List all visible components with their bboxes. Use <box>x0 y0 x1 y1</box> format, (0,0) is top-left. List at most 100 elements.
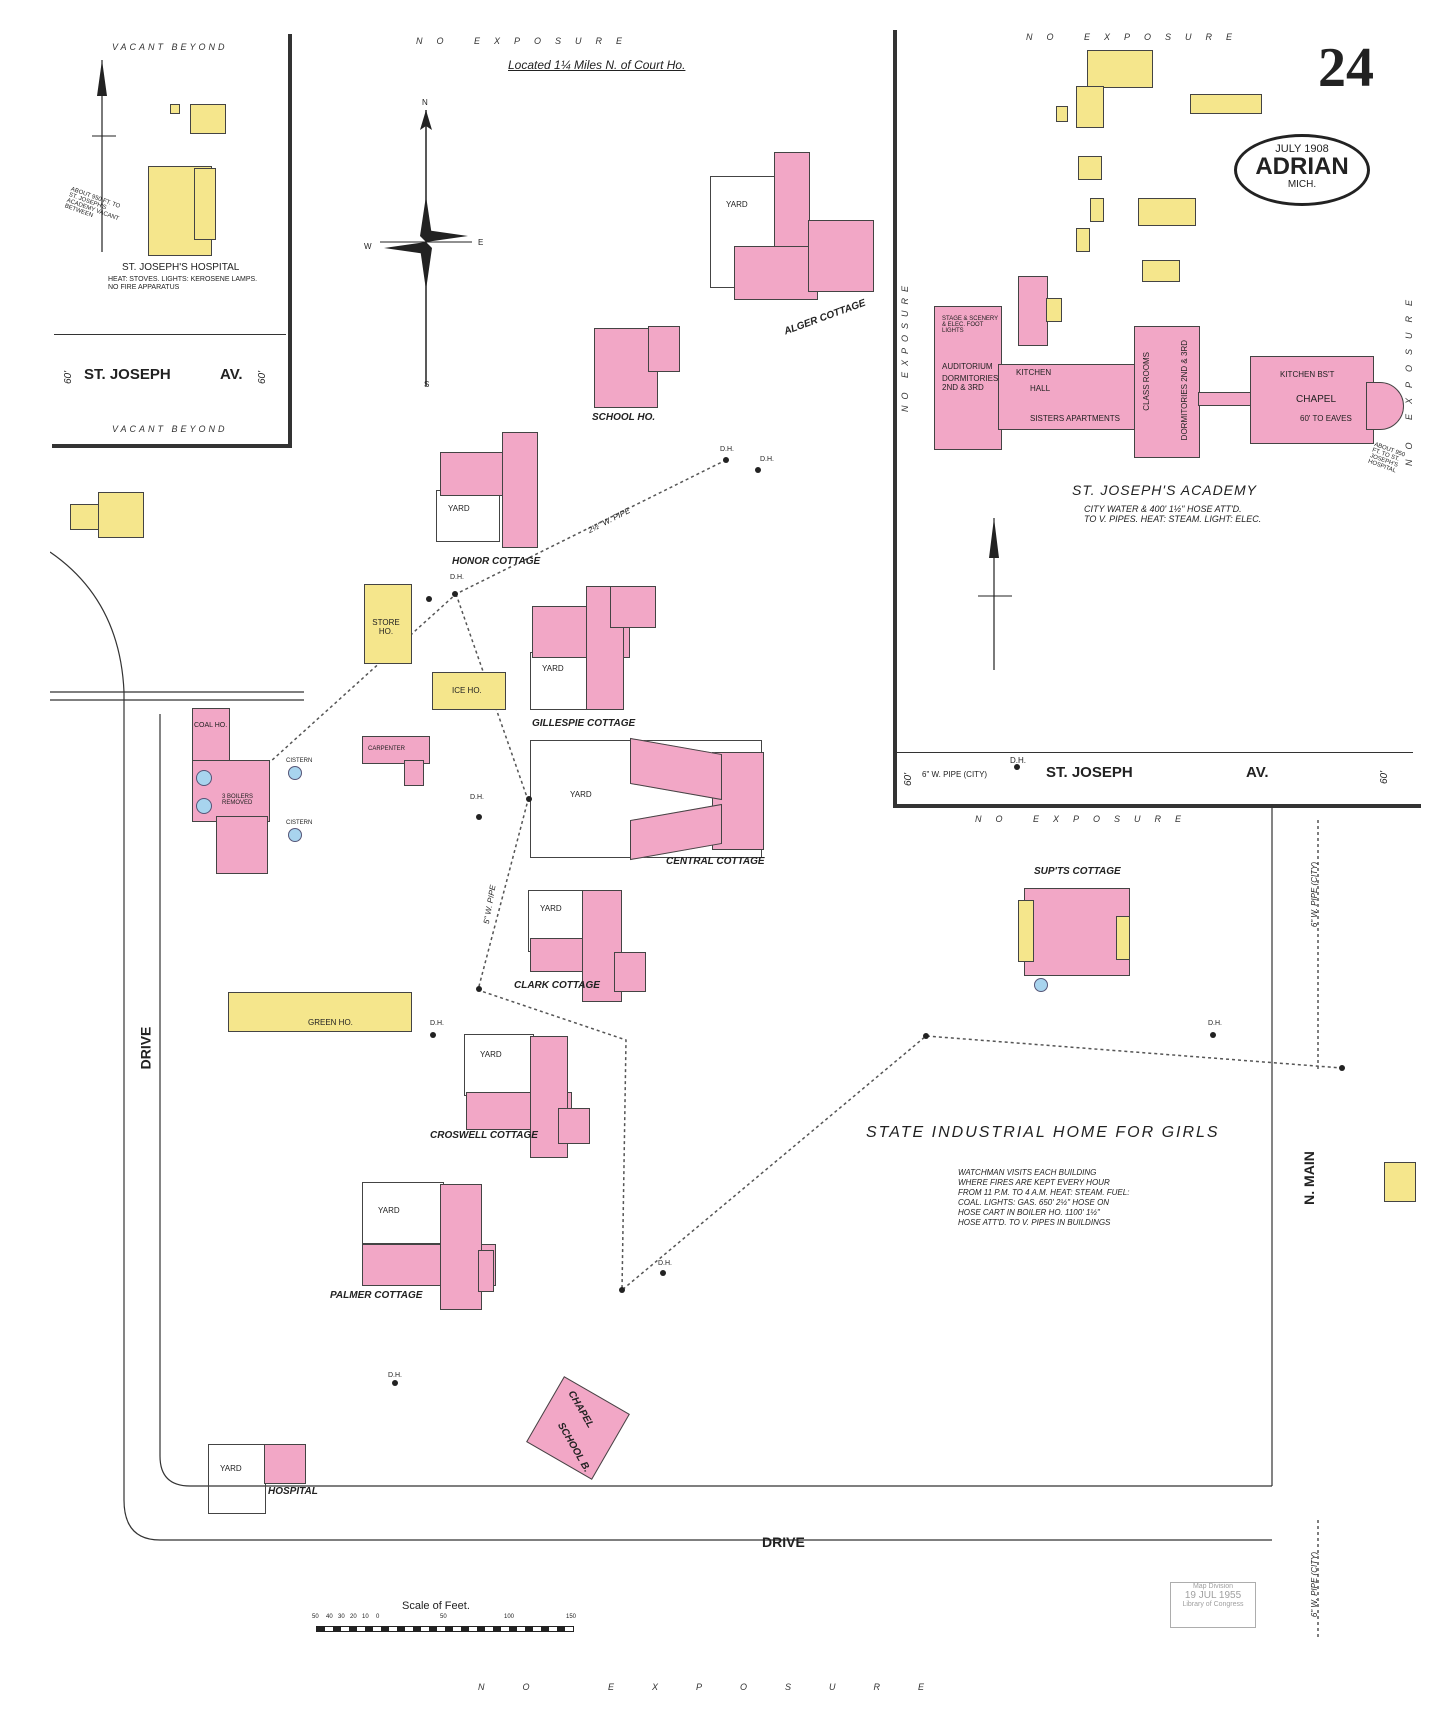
boiler-tank-1 <box>196 770 212 786</box>
academy-outbuilding-7 <box>1076 228 1090 252</box>
dh-label-1: D.H. <box>720 446 734 453</box>
academy-outbuilding-6 <box>1142 260 1180 282</box>
dh-marker-1 <box>723 457 729 463</box>
hospital-inset-note: HEAT: STOVES. LIGHTS: KEROSENE LAMPS. NO… <box>108 276 258 291</box>
scale-tick-9: 150 <box>566 1614 577 1620</box>
hospital-yard <box>208 1444 266 1514</box>
scale-tick-6: 0 <box>376 1614 380 1620</box>
main-note-line-6: HOSE ATT'D. TO V. PIPES IN BUILDINGS <box>958 1218 1111 1227</box>
carpenter-label: CARPENTER <box>368 746 406 752</box>
library-stamp-line-3: Library of Congress <box>1182 1601 1244 1608</box>
dh-label-5: D.H. <box>470 794 484 801</box>
store-ho <box>364 584 412 664</box>
boiler-tank-2 <box>196 798 212 814</box>
croswell-label: CROSWELL COTTAGE <box>430 1130 538 1141</box>
palmer-wing <box>440 1184 482 1310</box>
dh-marker-14 <box>392 1380 398 1386</box>
library-stamp: Map Division 19 JUL 1955 Library of Cong… <box>1170 1582 1256 1628</box>
scale-tick-2: 40 <box>326 1614 333 1620</box>
scale-tick-3: 30 <box>338 1614 345 1620</box>
croswell-yard <box>464 1034 534 1096</box>
no-exposure-mid: NO EXPOSURE <box>975 814 1196 824</box>
scale-tick-8: 100 <box>504 1614 515 1620</box>
academy-note-1: CITY WATER & 400' 1½" HOSE ATT'D. <box>1084 504 1242 514</box>
dh-label-3: D.H. <box>450 574 464 581</box>
compass-rose <box>380 110 472 386</box>
scale-ticks: 50 40 30 20 10 0 50 100 150 <box>312 1614 582 1624</box>
library-stamp-line-1: Map Division <box>1192 1583 1234 1590</box>
stamp-state: MICH. <box>1287 179 1317 190</box>
dh-marker-12 <box>1210 1032 1216 1038</box>
boilers-label: 3 BOILERS REMOVED <box>222 794 254 806</box>
alger-wing-2 <box>808 220 874 292</box>
dh-label-9: D.H. <box>658 1260 672 1267</box>
central-yard-label: YARD <box>570 790 592 799</box>
shed-left-2 <box>98 492 144 538</box>
north-arrow-hospital <box>92 60 116 252</box>
no-exposure-top: NO EXPOSURE <box>416 36 637 46</box>
cistern-2-label: CISTERN <box>286 820 313 826</box>
dh-label-8: D.H. <box>430 1020 444 1027</box>
hospital-small-1 <box>170 104 180 114</box>
main-note-line-1: WATCHMAN VISITS EACH BUILDING <box>958 1168 1097 1177</box>
academy-kitchen-label: KITCHEN <box>1016 368 1052 377</box>
academy-boiler-house <box>1018 276 1048 346</box>
academy-auditorium-label: AUDITORIUM <box>942 362 993 371</box>
supts-label: SUP'TS COTTAGE <box>1034 866 1121 877</box>
gillespie-label: GILLESPIE COTTAGE <box>532 718 636 729</box>
street-st-joseph-right: ST. JOSEPH <box>1046 764 1133 781</box>
hospital-small-2 <box>190 104 226 134</box>
street-st-joseph-left: ST. JOSEPH <box>84 366 171 383</box>
scale-tick-7: 50 <box>440 1614 447 1620</box>
main-note-line-3: FROM 11 P.M. TO 4 A.M. HEAT: STEAM. FUEL… <box>958 1188 1130 1197</box>
located-note: Located 1¼ Miles N. of Court Ho. <box>508 58 686 72</box>
gillespie-yard <box>530 652 588 710</box>
alger-yard-label: YARD <box>726 200 748 209</box>
dh-label-2: D.H. <box>760 456 774 463</box>
stamp-city: ADRIAN <box>1255 153 1349 180</box>
shed-left-1 <box>70 504 100 530</box>
shed-right <box>1384 1162 1416 1202</box>
academy-sisters-label: SISTERS APARTMENTS <box>1030 414 1120 423</box>
dh-marker-9 <box>660 1270 666 1276</box>
academy-dh-marker <box>1014 764 1020 770</box>
academy-kitchen-bsmt-label: KITCHEN BS'T <box>1280 370 1335 379</box>
main-note: WATCHMAN VISITS EACH BUILDING WHERE FIRE… <box>958 1168 1129 1228</box>
date-stamp: JULY 1908 ADRIAN MICH. <box>1234 134 1370 206</box>
clark-yard-label: YARD <box>540 904 562 913</box>
ice-ho <box>432 672 506 710</box>
academy-outbuilding-5 <box>1138 198 1196 226</box>
supts-porch-left <box>1018 900 1034 962</box>
street-drive-left: DRIVE <box>137 1026 154 1070</box>
scale-tick-1: 50 <box>312 1614 319 1620</box>
dh-marker-5 <box>476 814 482 820</box>
inset-academy-frame <box>893 30 1421 808</box>
palmer-corner <box>478 1250 494 1292</box>
cistern-3 <box>1034 978 1048 992</box>
hospital-building <box>264 1444 306 1484</box>
dh-marker-8 <box>430 1032 436 1038</box>
school-ho-wing <box>648 326 680 372</box>
academy-hall-label: HALL <box>1030 384 1051 393</box>
dh-label-12: D.H. <box>1208 1020 1222 1027</box>
academy-boiler-annex <box>1046 298 1062 322</box>
clark-corner <box>614 952 646 992</box>
coal-ho-label: COAL HO. <box>194 722 228 729</box>
main-title: STATE INDUSTRIAL HOME FOR GIRLS <box>866 1124 1220 1141</box>
inset-hospital-frame <box>52 34 292 448</box>
academy-outbuilding-8 <box>1090 198 1104 222</box>
compass-s: S <box>424 380 430 389</box>
stamp-date: JULY 1908 <box>1275 143 1329 155</box>
carpenter-shop <box>362 736 430 764</box>
dh-marker-3 <box>452 591 458 597</box>
academy-chapel-label: CHAPEL <box>1296 394 1337 405</box>
library-stamp-line-2: 19 JUL 1955 <box>1184 1590 1242 1601</box>
academy-outbuilding-3 <box>1190 94 1262 114</box>
cistern-2 <box>288 828 302 842</box>
academy-outbuilding-1 <box>1087 50 1153 88</box>
school-ho-label: SCHOOL HO. <box>592 412 656 423</box>
palmer-yard-label: YARD <box>378 1206 400 1215</box>
compass-e: E <box>478 238 484 247</box>
street-av-left: AV. <box>220 366 243 383</box>
